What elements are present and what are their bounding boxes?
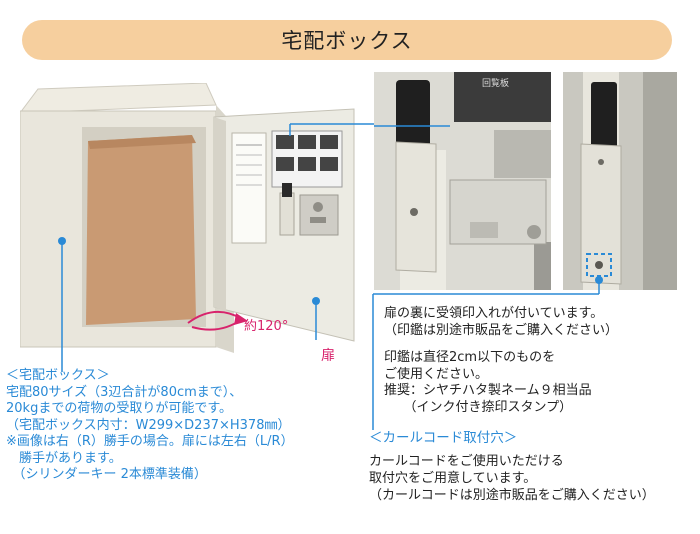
box-description-line: 20kgまでの荷物の受取りが可能です。 [6, 401, 233, 416]
delivery-box-photo [20, 83, 360, 353]
door-angle-label: 約120° [244, 319, 289, 334]
box-description-line: （シリンダーキー 2本標準装備） [6, 467, 207, 482]
stamp-info-line: 推奨：シヤチハタ製ネーム９相当品 [384, 383, 592, 398]
box-description-line: 勝手があります。 [6, 450, 122, 466]
stamp-holder-detail-photo: 回覧板 [374, 72, 551, 290]
panel-caption: 回覧板 [482, 77, 509, 89]
stamp-info-line: ご使用ください。 [384, 366, 489, 382]
stamp-info-line: 扉の裏に受領印入れが付いています。 [384, 306, 604, 321]
stamp-holder-info: 扉の裏に受領印入れが付いています。 （印鑑は別途市販品をご購入ください） 印鑑は… [384, 306, 618, 416]
box-description-title: ＜宅配ボックス＞ [6, 368, 110, 383]
curl-cord-hole-photo [563, 72, 677, 290]
stamp-info-line: （印鑑は別途市販品をご購入ください） [384, 322, 619, 338]
stamp-info-line: （インク付き捺印スタンプ） [384, 399, 573, 415]
section-title-banner: 宅配ボックス [22, 20, 672, 60]
curl-cord-line: 取付穴をご用意しています。 [369, 471, 537, 486]
curl-cord-line: （カールコードは別途市販品をご購入ください） [369, 488, 655, 503]
curl-cord-info: ＜カールコード取付穴＞ カールコードをご使用いただける 取付穴をご用意しています… [369, 430, 655, 504]
curl-cord-line: カールコードをご使用いただける [369, 454, 564, 469]
curl-cord-title: ＜カールコード取付穴＞ [369, 430, 518, 446]
stamp-info-line: 印鑑は直径2cm以下のものを [384, 350, 556, 365]
box-description-line: （宅配ボックス内寸：W299×D237×H378㎜） [6, 417, 291, 433]
box-description-line: ※画像は右（R）勝手の場合。扉には左右（L/R） [6, 434, 294, 449]
box-description: ＜宅配ボックス＞ 宅配80サイズ（3辺合計が80cmまで）、 20kgまでの荷物… [6, 368, 294, 484]
section-title: 宅配ボックス [281, 29, 413, 53]
box-description-line: 宅配80サイズ（3辺合計が80cmまで）、 [6, 384, 243, 400]
door-label: 扉 [321, 348, 335, 364]
